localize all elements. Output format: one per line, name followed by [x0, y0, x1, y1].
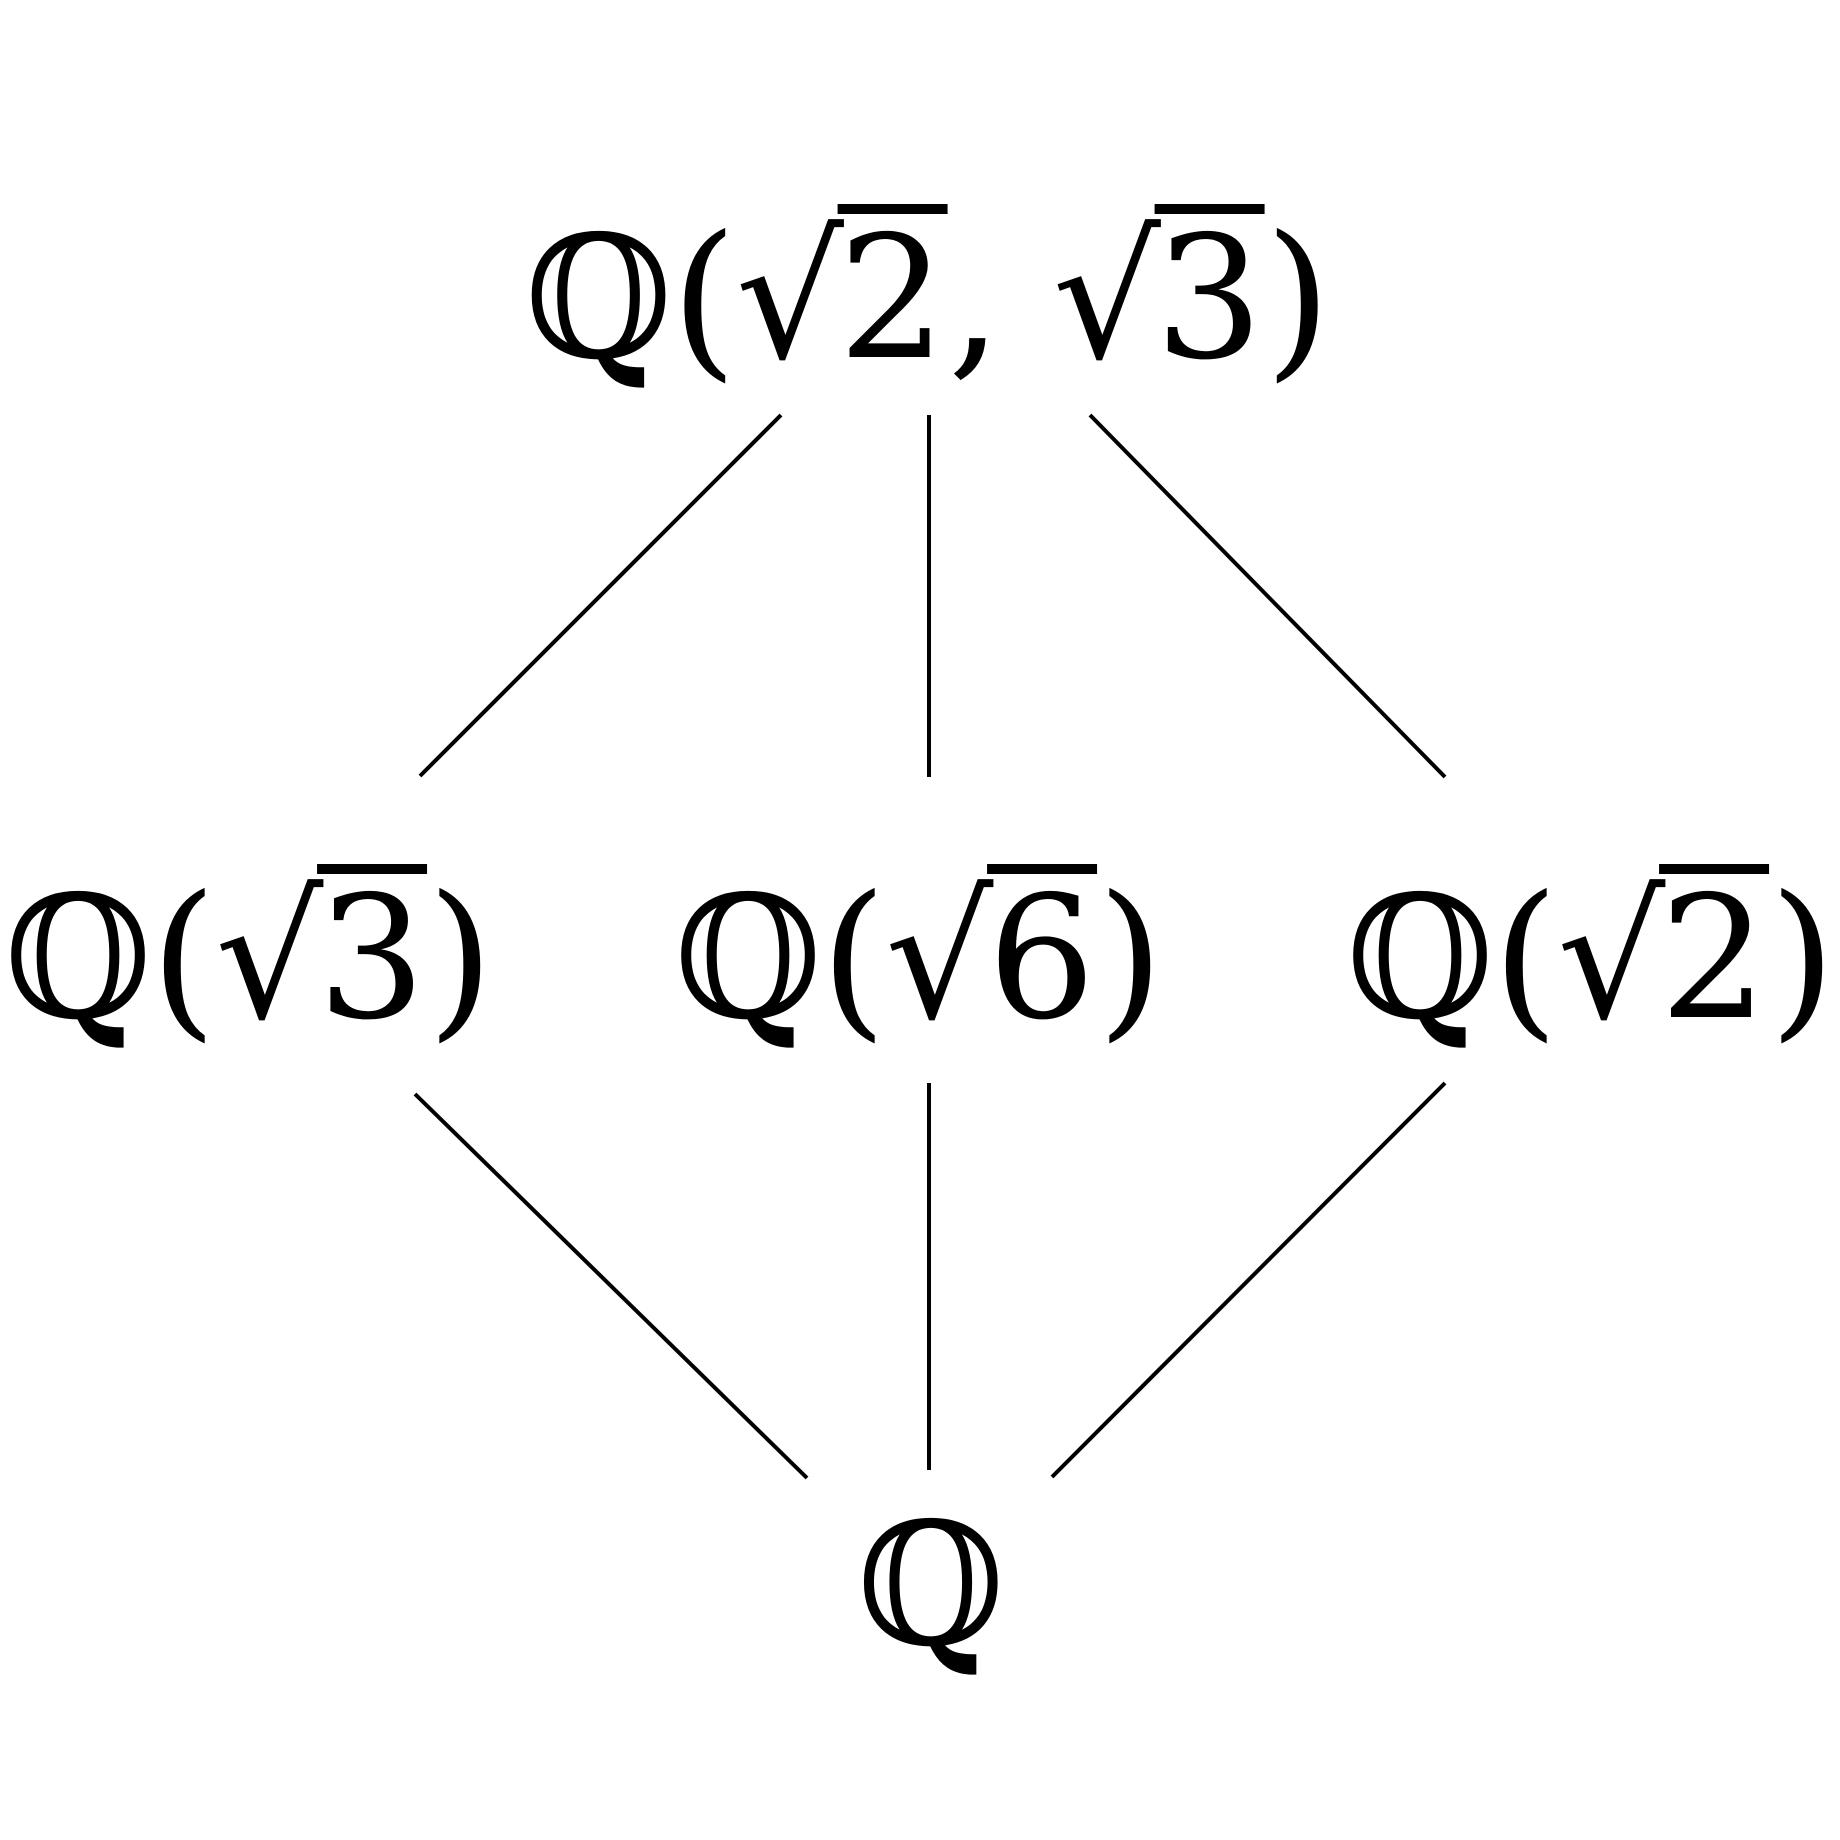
math-text: ) [1097, 860, 1163, 1058]
node-q-sqrt2-sqrt3: ℚ(√2, √3) [525, 204, 1331, 384]
sqrt-expression: √3 [215, 860, 428, 1058]
edge-q-sqrt3-to-q [413, 1092, 809, 1480]
math-text: ℚ [856, 1487, 1005, 1685]
radicand: 2 [837, 204, 948, 384]
radicand: 3 [1154, 204, 1265, 384]
math-text: ) [1264, 200, 1331, 398]
sqrt-expression: √6 [885, 860, 1098, 1058]
edge-q-sqrt2-sqrt3-to-q-sqrt3 [418, 413, 783, 778]
edge-q-sqrt2-sqrt3-to-q-sqrt2 [1088, 413, 1447, 779]
radical-sign-icon: √ [215, 860, 323, 1058]
radicand: 3 [317, 864, 428, 1044]
math-text: ℚ( [1346, 860, 1559, 1058]
radical-sign-icon: √ [1052, 200, 1161, 398]
math-text: ℚ( [4, 860, 217, 1058]
math-text: ) [427, 860, 493, 1058]
node-q-sqrt3: ℚ(√3) [4, 864, 494, 1044]
math-text: ℚ( [674, 860, 887, 1058]
edge-q-sqrt2-to-q [1050, 1081, 1447, 1479]
math-text: ℚ( [524, 200, 738, 398]
radicand: 6 [987, 864, 1098, 1044]
radical-sign-icon: √ [1557, 860, 1665, 1058]
sqrt-expression: √3 [1053, 200, 1265, 398]
node-q-sqrt2: ℚ(√2) [1346, 864, 1836, 1044]
math-text: ) [1769, 860, 1835, 1058]
math-text: , [947, 200, 1053, 398]
node-q: ℚ [857, 1501, 1005, 1671]
radical-sign-icon: √ [735, 200, 844, 398]
radical-sign-icon: √ [885, 860, 993, 1058]
radicand: 2 [1659, 864, 1770, 1044]
node-q-sqrt6: ℚ(√6) [674, 864, 1164, 1044]
sqrt-expression: √2 [736, 200, 948, 398]
sqrt-expression: √2 [1557, 860, 1770, 1058]
